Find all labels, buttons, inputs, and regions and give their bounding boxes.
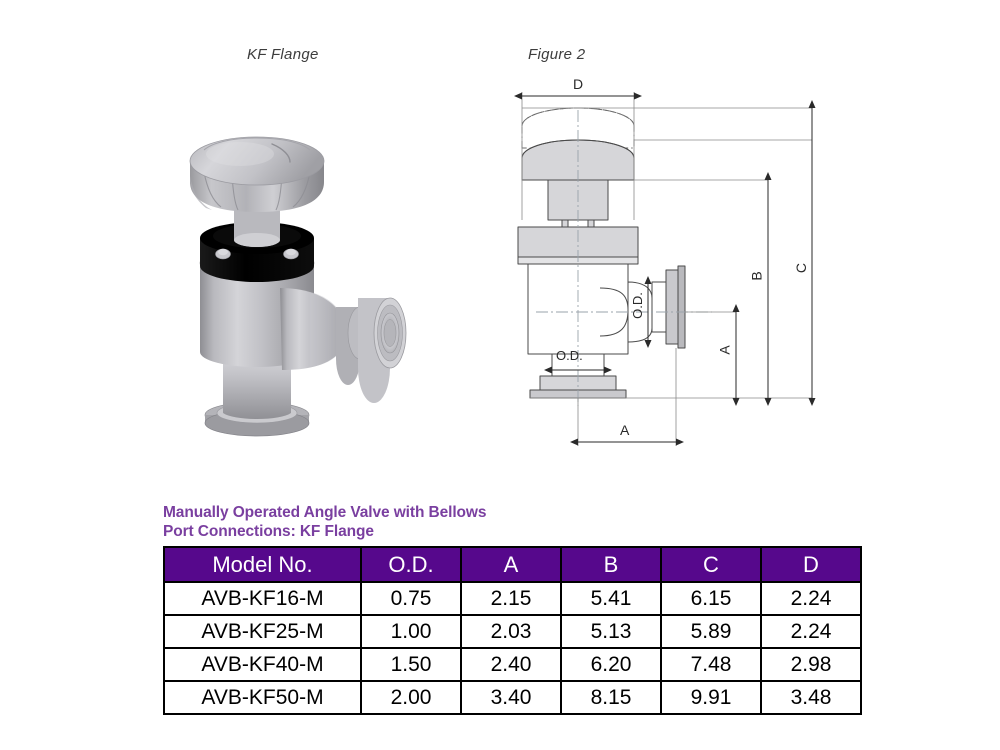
- drawing-svg: [514, 92, 816, 446]
- cell-b: 6.20: [560, 647, 662, 682]
- column-header-d: D: [760, 546, 862, 583]
- table-row: AVB-KF40-M 1.50 2.40 6.20 7.48 2.98: [163, 647, 862, 682]
- table-row: AVB-KF50-M 2.00 3.40 8.15 9.91 3.48: [163, 680, 862, 715]
- cell-model: AVB-KF16-M: [163, 581, 362, 616]
- column-header-od: O.D.: [360, 546, 462, 583]
- drawing-side-flange: [651, 265, 686, 349]
- angle-valve-3d-render: [160, 120, 430, 460]
- bonnet-bolt-left: [215, 248, 231, 260]
- cell-a: 2.40: [460, 647, 562, 682]
- cell-model: AVB-KF25-M: [163, 614, 362, 649]
- table-row: AVB-KF16-M 0.75 2.15 5.41 6.15 2.24: [163, 581, 862, 616]
- cell-c: 6.15: [660, 581, 762, 616]
- centre-lines: [536, 110, 712, 406]
- cell-b: 5.13: [560, 614, 662, 649]
- cell-a: 2.03: [460, 614, 562, 649]
- cell-a: 3.40: [460, 680, 562, 715]
- cell-od: 1.50: [360, 647, 462, 682]
- caption-figure-2: Figure 2: [528, 46, 586, 63]
- cell-od: 2.00: [360, 680, 462, 715]
- valve-stem-neck: [234, 204, 280, 247]
- table-title-line2: Port Connections: KF Flange: [163, 523, 374, 540]
- cell-c: 5.89: [660, 614, 762, 649]
- side-kf-flange: [336, 297, 407, 403]
- column-header-model: Model No.: [163, 546, 362, 583]
- handwheel[interactable]: [189, 136, 325, 212]
- cell-b: 5.41: [560, 581, 662, 616]
- caption-kf-flange: KF Flange: [247, 46, 319, 63]
- figure-2-dimensioned-drawing: D C B A A O.D. O.D.: [500, 70, 860, 470]
- cell-b: 8.15: [560, 680, 662, 715]
- table-row: AVB-KF25-M 1.00 2.03 5.13 5.89 2.24: [163, 614, 862, 649]
- cell-d: 3.48: [760, 680, 862, 715]
- dimension-label-D: D: [573, 76, 584, 92]
- cell-c: 9.91: [660, 680, 762, 715]
- dimension-label-OD-side: O.D.: [629, 292, 645, 319]
- spec-table: Model No. O.D. A B C D AVB-KF16-M 0.75 2…: [163, 546, 862, 715]
- spec-table-block: Manually Operated Angle Valve with Bello…: [163, 503, 863, 715]
- cell-model: AVB-KF40-M: [163, 647, 362, 682]
- dimension-label-OD-bottom: O.D.: [556, 348, 583, 363]
- table-header-row: Model No. O.D. A B C D: [163, 546, 862, 583]
- dimension-label-C: C: [793, 262, 810, 274]
- cell-od: 1.00: [360, 614, 462, 649]
- cell-d: 2.24: [760, 614, 862, 649]
- dimension-label-A-vertical: A: [716, 345, 733, 355]
- column-header-b: B: [560, 546, 662, 583]
- dimension-label-B: B: [748, 271, 765, 281]
- table-title-line1: Manually Operated Angle Valve with Bello…: [163, 504, 487, 521]
- cell-model: AVB-KF50-M: [163, 680, 362, 715]
- cell-d: 2.98: [760, 647, 862, 682]
- cell-od: 0.75: [360, 581, 462, 616]
- column-header-a: A: [460, 546, 562, 583]
- column-header-c: C: [660, 546, 762, 583]
- dimension-label-A-horizontal: A: [620, 422, 630, 438]
- cell-c: 7.48: [660, 647, 762, 682]
- cell-d: 2.24: [760, 581, 862, 616]
- bonnet-bolt-right: [283, 248, 299, 260]
- valve-render-svg: [189, 136, 407, 437]
- side-branch: [280, 288, 340, 370]
- cell-a: 2.15: [460, 581, 562, 616]
